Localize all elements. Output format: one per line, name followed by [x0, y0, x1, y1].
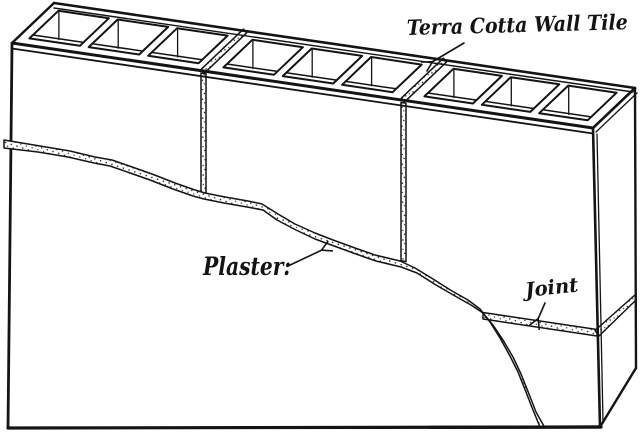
wall-outline-edges — [6, 1, 638, 430]
front-top-edge-inner — [11, 47, 594, 135]
cell-opening — [480, 76, 561, 113]
rear-top-edge — [52, 1, 637, 90]
left-end-top-edge — [10, 1, 56, 45]
cell-opening — [28, 9, 110, 47]
tile-arrow-icon — [420, 42, 465, 72]
label-terra-cotta-wall-tile: Terra Cotta Wall Tile — [406, 9, 628, 40]
vertical-joint-band-left — [200, 72, 207, 195]
right-end-top-edge — [591, 86, 637, 130]
right-bottom-edge — [598, 366, 638, 429]
annotation-arrows — [287, 42, 546, 330]
terra-cotta-wall — [8, 3, 636, 428]
cell-opening — [281, 47, 364, 85]
tile-cell-openings — [28, 9, 618, 122]
right-front-corner-inner — [596, 133, 604, 422]
cell-opening — [538, 84, 618, 122]
right-front-corner-edge — [591, 126, 602, 429]
joint-arrow-icon — [528, 302, 546, 330]
vertical-joint-band-right — [400, 101, 407, 263]
front-top-edge — [10, 41, 595, 130]
label-joint: Joint — [520, 272, 580, 302]
label-plaster: Plaster: — [202, 252, 291, 281]
cell-opening — [423, 67, 503, 105]
left-front-edge — [6, 43, 14, 430]
wall-right-end-face — [593, 88, 636, 427]
right-end-top-inner — [595, 92, 638, 133]
cell-opening — [222, 38, 304, 76]
wall-front-face — [8, 43, 600, 428]
plaster-arrow-icon — [287, 240, 333, 267]
cell-opening — [87, 18, 170, 56]
cell-opening — [147, 27, 229, 65]
right-rear-edge — [633, 86, 638, 370]
rear-top-edge-inner — [53, 7, 634, 93]
